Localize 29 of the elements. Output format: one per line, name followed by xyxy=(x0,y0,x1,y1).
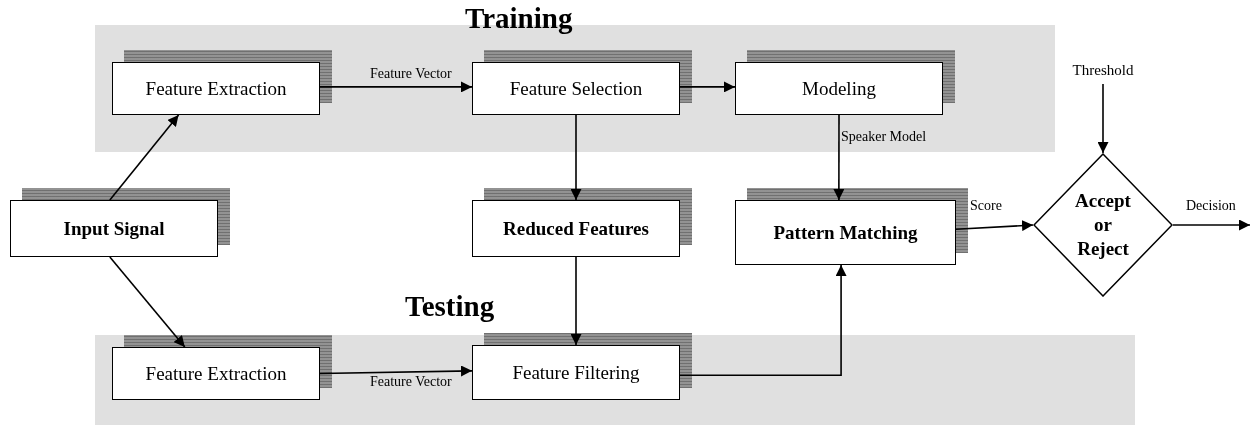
input-label: Threshold xyxy=(1058,62,1148,84)
arrow xyxy=(570,114,582,201)
arrow xyxy=(319,81,473,93)
arrow xyxy=(1172,219,1251,231)
arrow xyxy=(1097,83,1109,154)
edge-label: Feature Vector xyxy=(370,374,452,390)
process-box: Pattern Matching xyxy=(735,200,956,265)
process-box: Feature Selection xyxy=(472,62,680,115)
arrow xyxy=(109,114,180,201)
arrow xyxy=(109,256,186,348)
arrow xyxy=(679,264,847,377)
decision-diamond: Accept or Reject xyxy=(1033,153,1173,297)
arrow xyxy=(319,365,473,377)
edge-label: Speaker Model xyxy=(841,129,927,145)
section-heading: Training xyxy=(465,2,573,35)
process-box: Feature Extraction xyxy=(112,347,320,400)
section-heading: Testing xyxy=(405,290,495,323)
process-box: Modeling xyxy=(735,62,943,115)
edge-label: Score xyxy=(970,198,1002,214)
arrow xyxy=(570,256,582,346)
process-box: Reduced Features xyxy=(472,200,680,257)
arrow xyxy=(955,220,1034,232)
arrow xyxy=(833,114,845,201)
edge-label: Feature Vector xyxy=(370,66,452,82)
process-box: Feature Filtering xyxy=(472,345,680,400)
arrow xyxy=(679,81,736,93)
process-box: Feature Extraction xyxy=(112,62,320,115)
edge-label: Decision xyxy=(1186,198,1236,214)
process-box: Input Signal xyxy=(10,200,218,257)
